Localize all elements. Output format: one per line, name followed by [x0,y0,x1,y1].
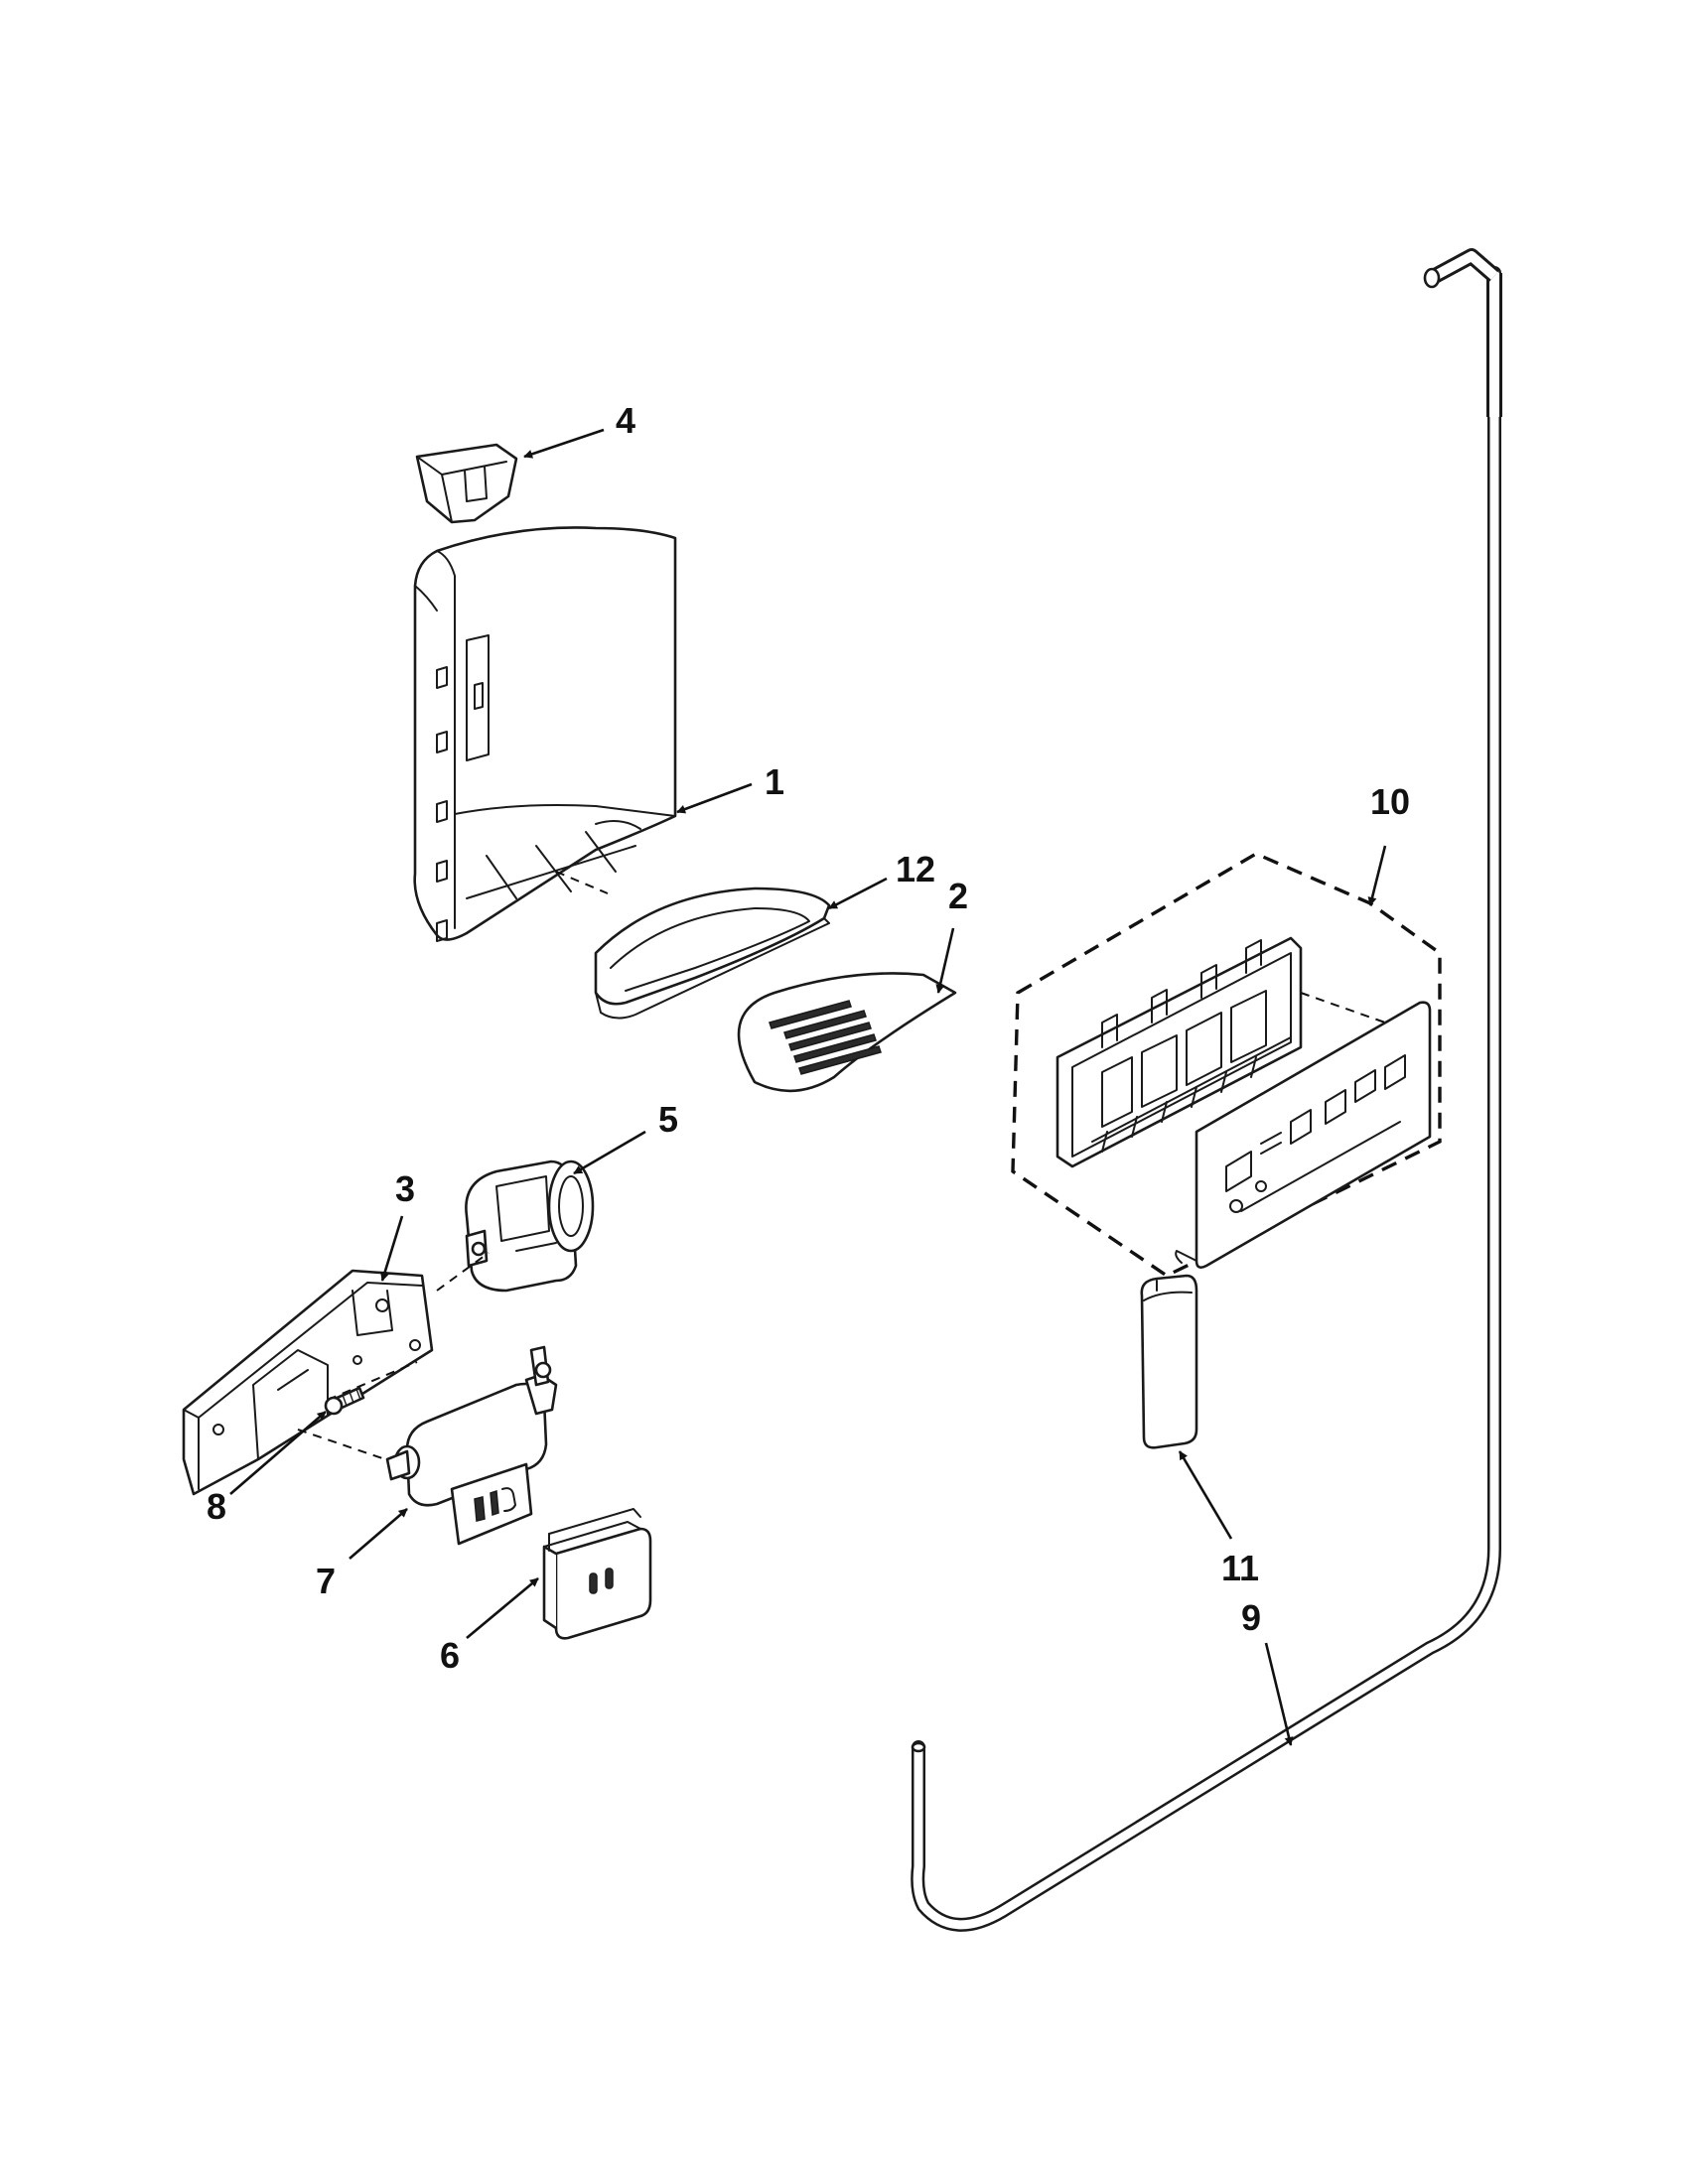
callout-labels: 4 1 12 2 10 5 3 8 7 6 11 9 [207,400,1410,1676]
part-5-motor [465,1160,595,1293]
part-11-cover [1140,1274,1198,1449]
part-7-switch [297,1345,558,1546]
part-9-water-tube [911,248,1502,1932]
callout-1: 1 [765,761,784,802]
part-6-button-pad [542,1508,652,1640]
callout-8: 8 [207,1486,226,1527]
callout-12: 12 [896,849,935,889]
part-10-control-assembly [1011,852,1442,1278]
part-4-bracket [415,443,518,524]
callout-10: 10 [1370,781,1410,822]
callout-4: 4 [616,400,635,441]
part-2-drip-tray-grille [737,972,957,1093]
callout-7: 7 [316,1561,336,1601]
callout-11: 11 [1221,1548,1259,1588]
part-3-bracket-plate [182,1252,490,1496]
callout-2: 2 [948,876,968,916]
callout-5: 5 [658,1099,678,1140]
part-1-dispenser-housing [413,526,677,942]
leader-lines [229,428,1387,1746]
callout-6: 6 [440,1635,460,1676]
callout-3: 3 [395,1168,415,1209]
callout-9: 9 [1241,1597,1261,1638]
part-8-screw [324,1386,365,1416]
